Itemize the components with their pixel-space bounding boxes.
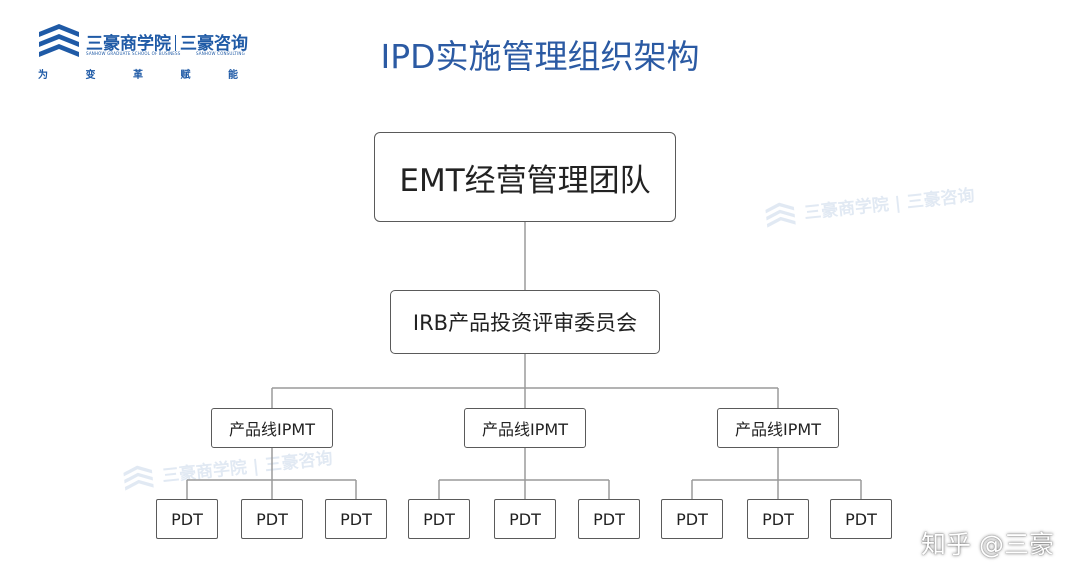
watermark: 三豪商学院 | 三豪咨询: [759, 181, 976, 233]
slogan-char: 为: [38, 70, 48, 81]
pdt-box: PDT: [747, 499, 809, 539]
logo-english-left: SANHOW GRADUATE SCHOOL OF BUSINESS: [86, 51, 181, 56]
slogan-char: 变: [85, 70, 96, 81]
ipmt-box: 产品线IPMT: [717, 408, 839, 448]
logo-name-left: 三豪商学院: [86, 34, 171, 54]
pdt-box: PDT: [578, 499, 640, 539]
logo-english-right: SANHOW CONSULTING: [195, 51, 245, 56]
logo-name-right: 三豪咨询: [180, 34, 248, 54]
pdt-box: PDT: [156, 499, 218, 539]
slide-title: IPD实施管理组织架构: [380, 37, 700, 76]
pdt-box: PDT: [494, 499, 556, 539]
zhihu-credit: 知乎 @三豪: [921, 530, 1054, 559]
emt-box: EMT经营管理团队: [374, 132, 676, 222]
pdt-box: PDT: [325, 499, 387, 539]
sanhow-logo: 三豪商学院三豪咨询 SANHOW GRADUATE SCHOOL OF BUSI…: [34, 20, 249, 82]
slogan-char: 赋: [180, 70, 191, 81]
pdt-box: PDT: [408, 499, 470, 539]
logo-slogan: 为 变 革 赋 能: [38, 66, 238, 81]
logo-name: 三豪商学院三豪咨询: [86, 29, 248, 54]
ipmt-box: 产品线IPMT: [211, 408, 333, 448]
logo-english: SANHOW GRADUATE SCHOOL OF BUSINESS SANHO…: [86, 51, 246, 56]
watermark: 三豪商学院 | 三豪咨询: [117, 444, 334, 496]
pdt-box: PDT: [661, 499, 723, 539]
watermark-logo-icon: [765, 202, 796, 228]
pdt-box: PDT: [830, 499, 892, 539]
ipmt-box: 产品线IPMT: [464, 408, 586, 448]
slogan-char: 革: [133, 70, 143, 81]
irb-box: IRB产品投资评审委员会: [390, 290, 660, 354]
slogan-char: 能: [228, 70, 238, 81]
pdt-box: PDT: [241, 499, 303, 539]
watermark-logo-icon: [123, 465, 154, 491]
sanhow-logo-icon: [39, 24, 79, 57]
